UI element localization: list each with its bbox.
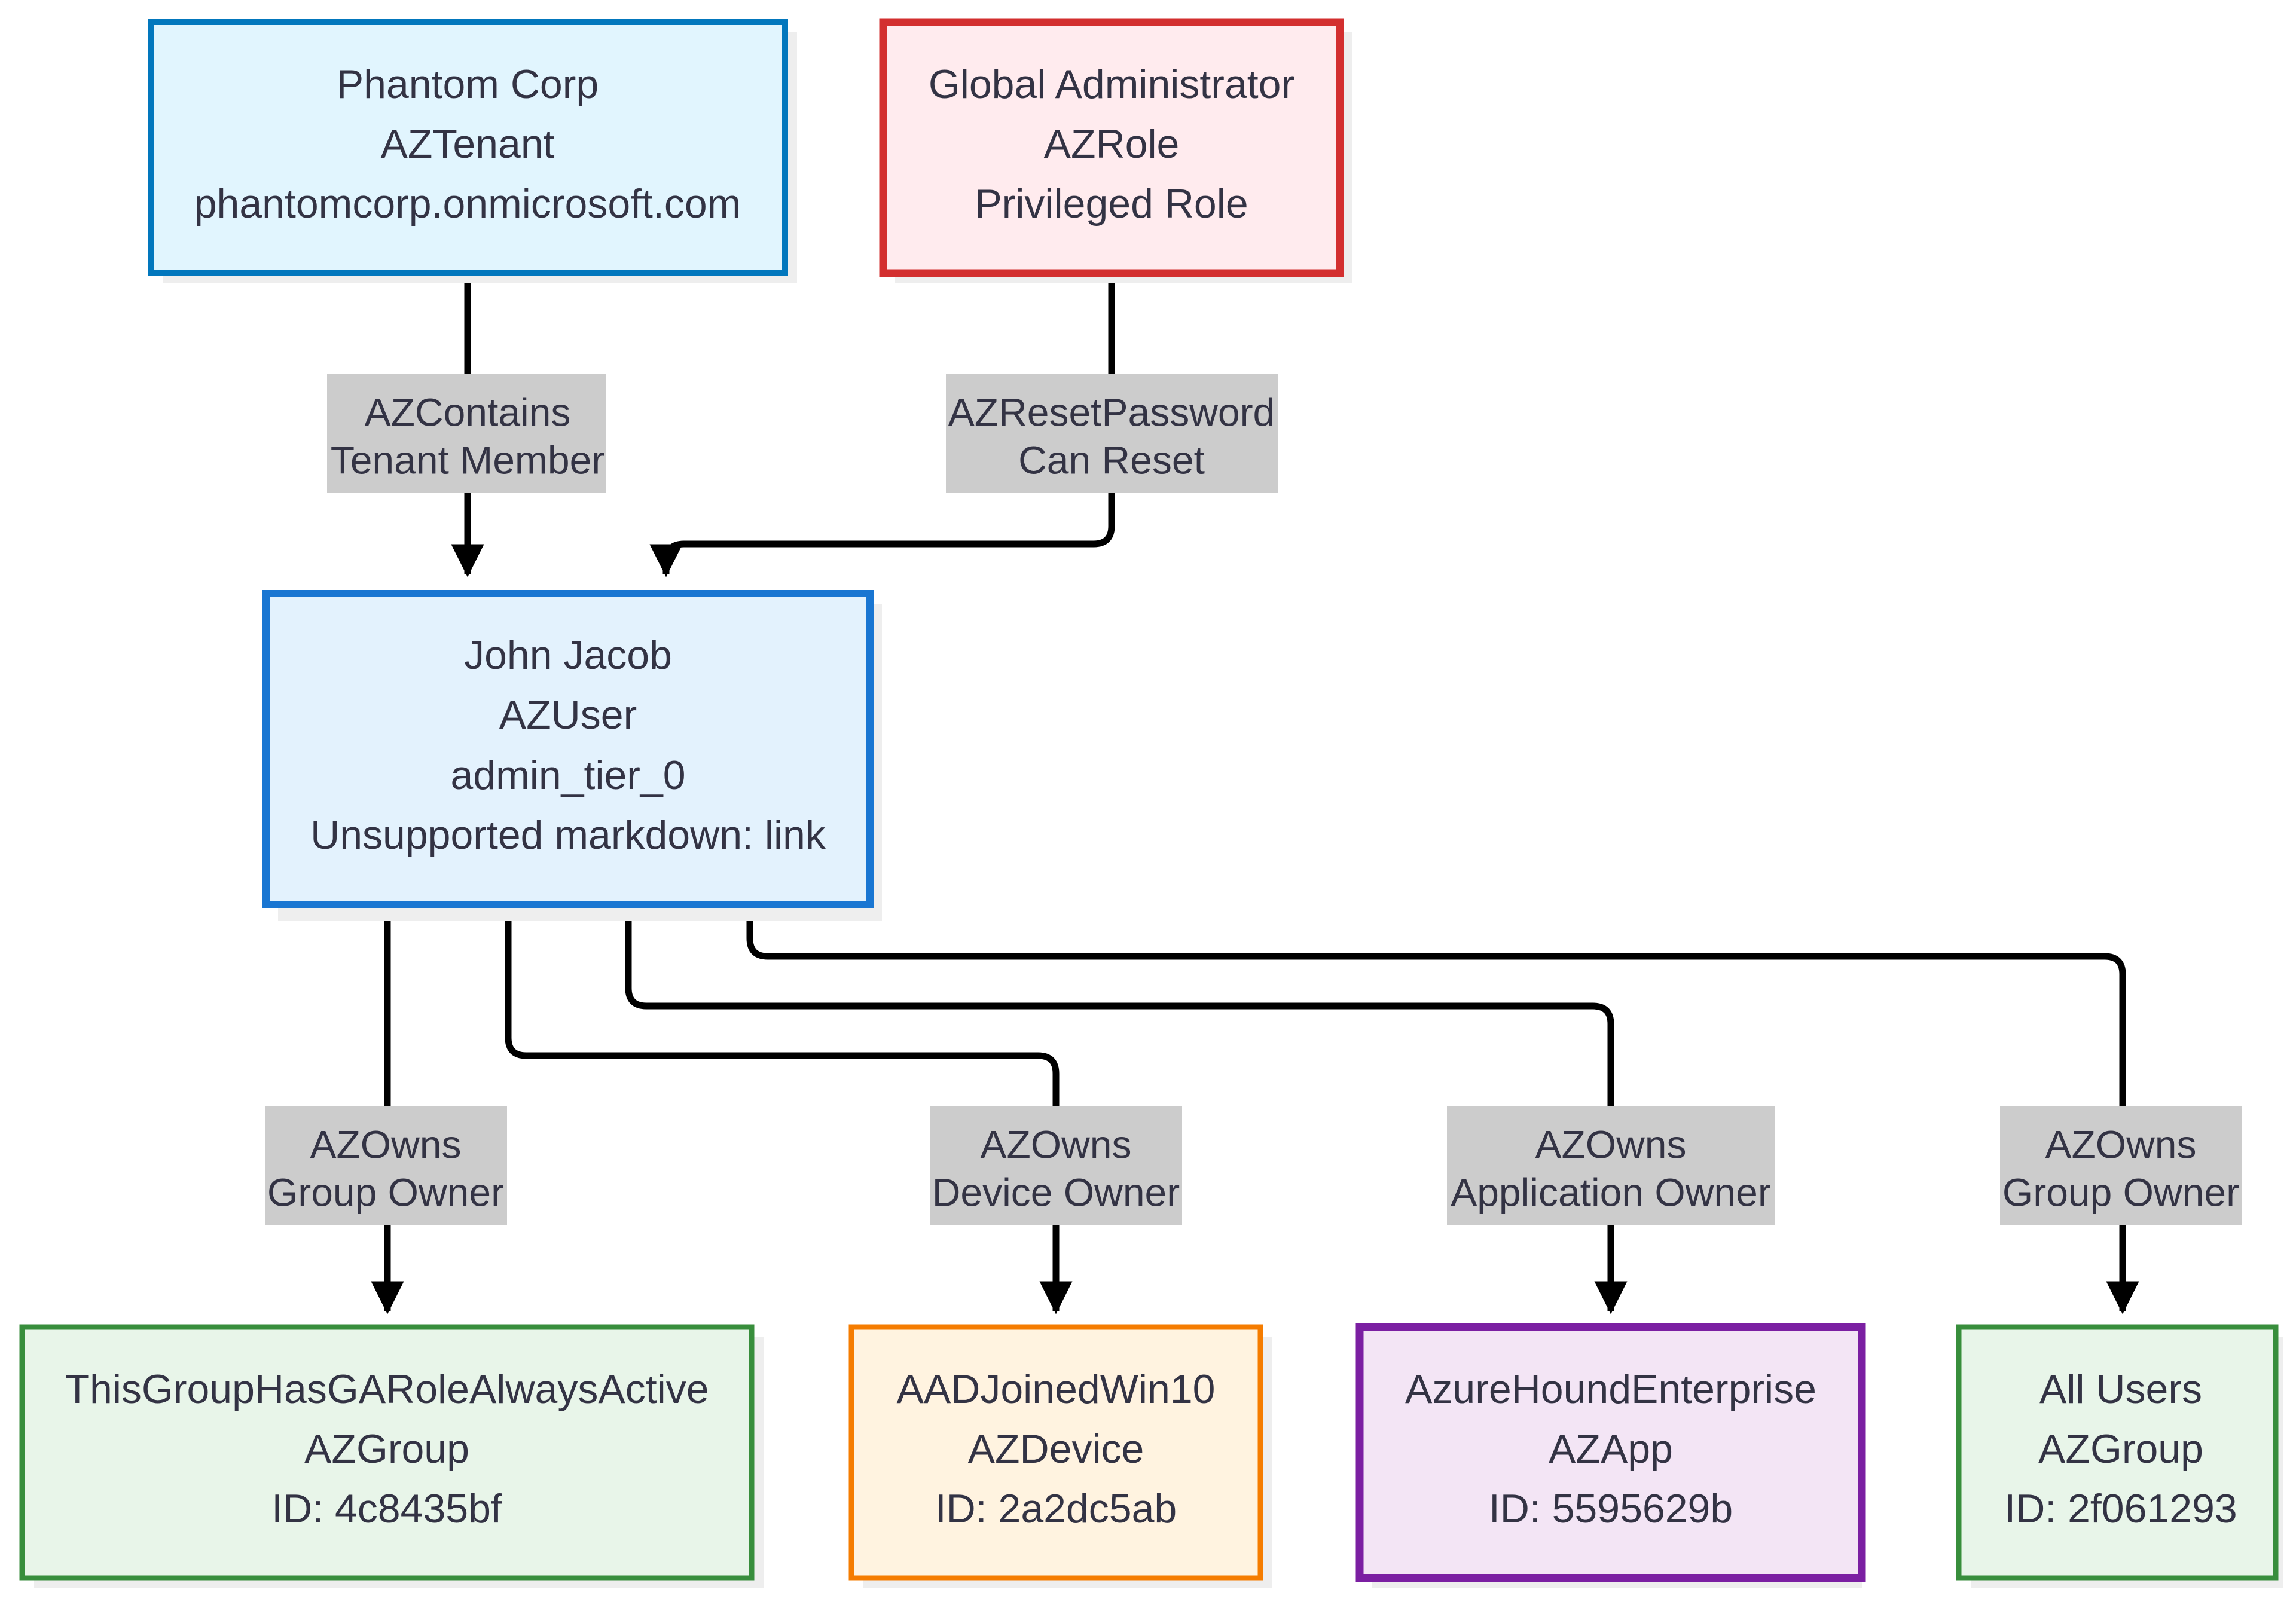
node-detail: ID: 5595629b (1489, 1486, 1733, 1531)
edge-user-to-all-users (746, 906, 2139, 1314)
edge-label-background (2000, 1106, 2242, 1225)
edge-label-line: AZResetPassword (948, 390, 1275, 434)
edge-label-background (1447, 1106, 1775, 1225)
edge-label-line: Application Owner (1451, 1170, 1771, 1214)
nodes: Phantom Corp AZTenant phantomcorp.onmicr… (19, 18, 2283, 1588)
node-box (1355, 1323, 1866, 1582)
edge-label-reset-password: AZResetPassword Can Reset (946, 374, 1278, 493)
node-box (148, 19, 788, 276)
edge-label-background (946, 374, 1278, 493)
node-name: ThisGroupHasGARoleAlwaysActive (65, 1366, 709, 1412)
edge-label-owns-device: AZOwns Device Owner (930, 1106, 1182, 1225)
node-detail: Privileged Role (975, 181, 1248, 227)
edge-label-line: AZOwns (2045, 1122, 2196, 1166)
node-name: AADJoinedWin10 (897, 1366, 1216, 1412)
node-box (262, 590, 874, 908)
edge-label-background (930, 1106, 1182, 1225)
node-name: Global Administrator (929, 62, 1294, 107)
node-name: John Jacob (464, 632, 672, 678)
node-detail: ID: 2a2dc5ab (935, 1486, 1177, 1531)
node-name: Phantom Corp (337, 62, 599, 107)
edge-label-line: Group Owner (2002, 1170, 2239, 1214)
node-link[interactable]: Unsupported markdown: link (310, 812, 826, 858)
edge-label-owns-all-users: AZOwns Group Owner (2000, 1106, 2242, 1225)
node-type: AZGroup (304, 1426, 469, 1472)
edge-label-line: Can Reset (1018, 438, 1205, 482)
edge-label-background (327, 374, 606, 493)
node-box (879, 18, 1344, 277)
edge-label-background (265, 1106, 507, 1225)
node-box (848, 1324, 1263, 1581)
node-detail: ID: 2f061293 (2004, 1486, 2237, 1531)
edge-label-owns-app: AZOwns Application Owner (1447, 1106, 1775, 1225)
node-detail: phantomcorp.onmicrosoft.com (194, 181, 741, 227)
node-box (1956, 1324, 2279, 1581)
node-type: AZUser (499, 692, 637, 738)
edge-label-line: AZOwns (980, 1122, 1131, 1166)
node-group-ga[interactable]: ThisGroupHasGARoleAlwaysActive AZGroup I… (19, 1324, 764, 1588)
node-type: AZRole (1044, 121, 1180, 167)
edge-label-owns-group-ga: AZOwns Group Owner (265, 1106, 507, 1225)
node-tenant[interactable]: Phantom Corp AZTenant phantomcorp.onmicr… (148, 19, 797, 283)
node-device[interactable]: AADJoinedWin10 AZDevice ID: 2a2dc5ab (848, 1324, 1272, 1588)
edge-user-to-device (505, 906, 1073, 1314)
node-type: AZApp (1549, 1426, 1673, 1472)
edge-label-line: AZOwns (310, 1122, 461, 1166)
edge-role-to-user (649, 272, 1115, 577)
node-name: AzureHoundEnterprise (1405, 1366, 1816, 1412)
edge-label-line: AZOwns (1535, 1122, 1686, 1166)
node-name: All Users (2039, 1366, 2202, 1412)
edge-label-line: AZContains (365, 390, 571, 434)
edges (371, 272, 2139, 1314)
edge-label-line: Group Owner (267, 1170, 504, 1214)
node-type: AZTenant (380, 121, 554, 167)
edge-label-contains: AZContains Tenant Member (327, 374, 606, 493)
node-type: AZDevice (968, 1426, 1144, 1472)
edge-label-line: Device Owner (932, 1170, 1180, 1214)
node-all-users[interactable]: All Users AZGroup ID: 2f061293 (1956, 1324, 2283, 1588)
node-user[interactable]: John Jacob AZUser admin_tier_0 Unsupport… (262, 590, 882, 921)
node-detail: ID: 4c8435bf (271, 1486, 502, 1531)
edge-labels: AZContains Tenant Member AZResetPassword… (265, 374, 2242, 1225)
node-detail: admin_tier_0 (450, 753, 685, 798)
node-global-admin-role[interactable]: Global Administrator AZRole Privileged R… (879, 18, 1352, 283)
node-box (19, 1324, 755, 1581)
edge-label-line: Tenant Member (331, 438, 605, 482)
node-app[interactable]: AzureHoundEnterprise AZApp ID: 5595629b (1355, 1323, 1866, 1588)
edge-user-to-app (625, 906, 1628, 1314)
node-type: AZGroup (2038, 1426, 2203, 1472)
